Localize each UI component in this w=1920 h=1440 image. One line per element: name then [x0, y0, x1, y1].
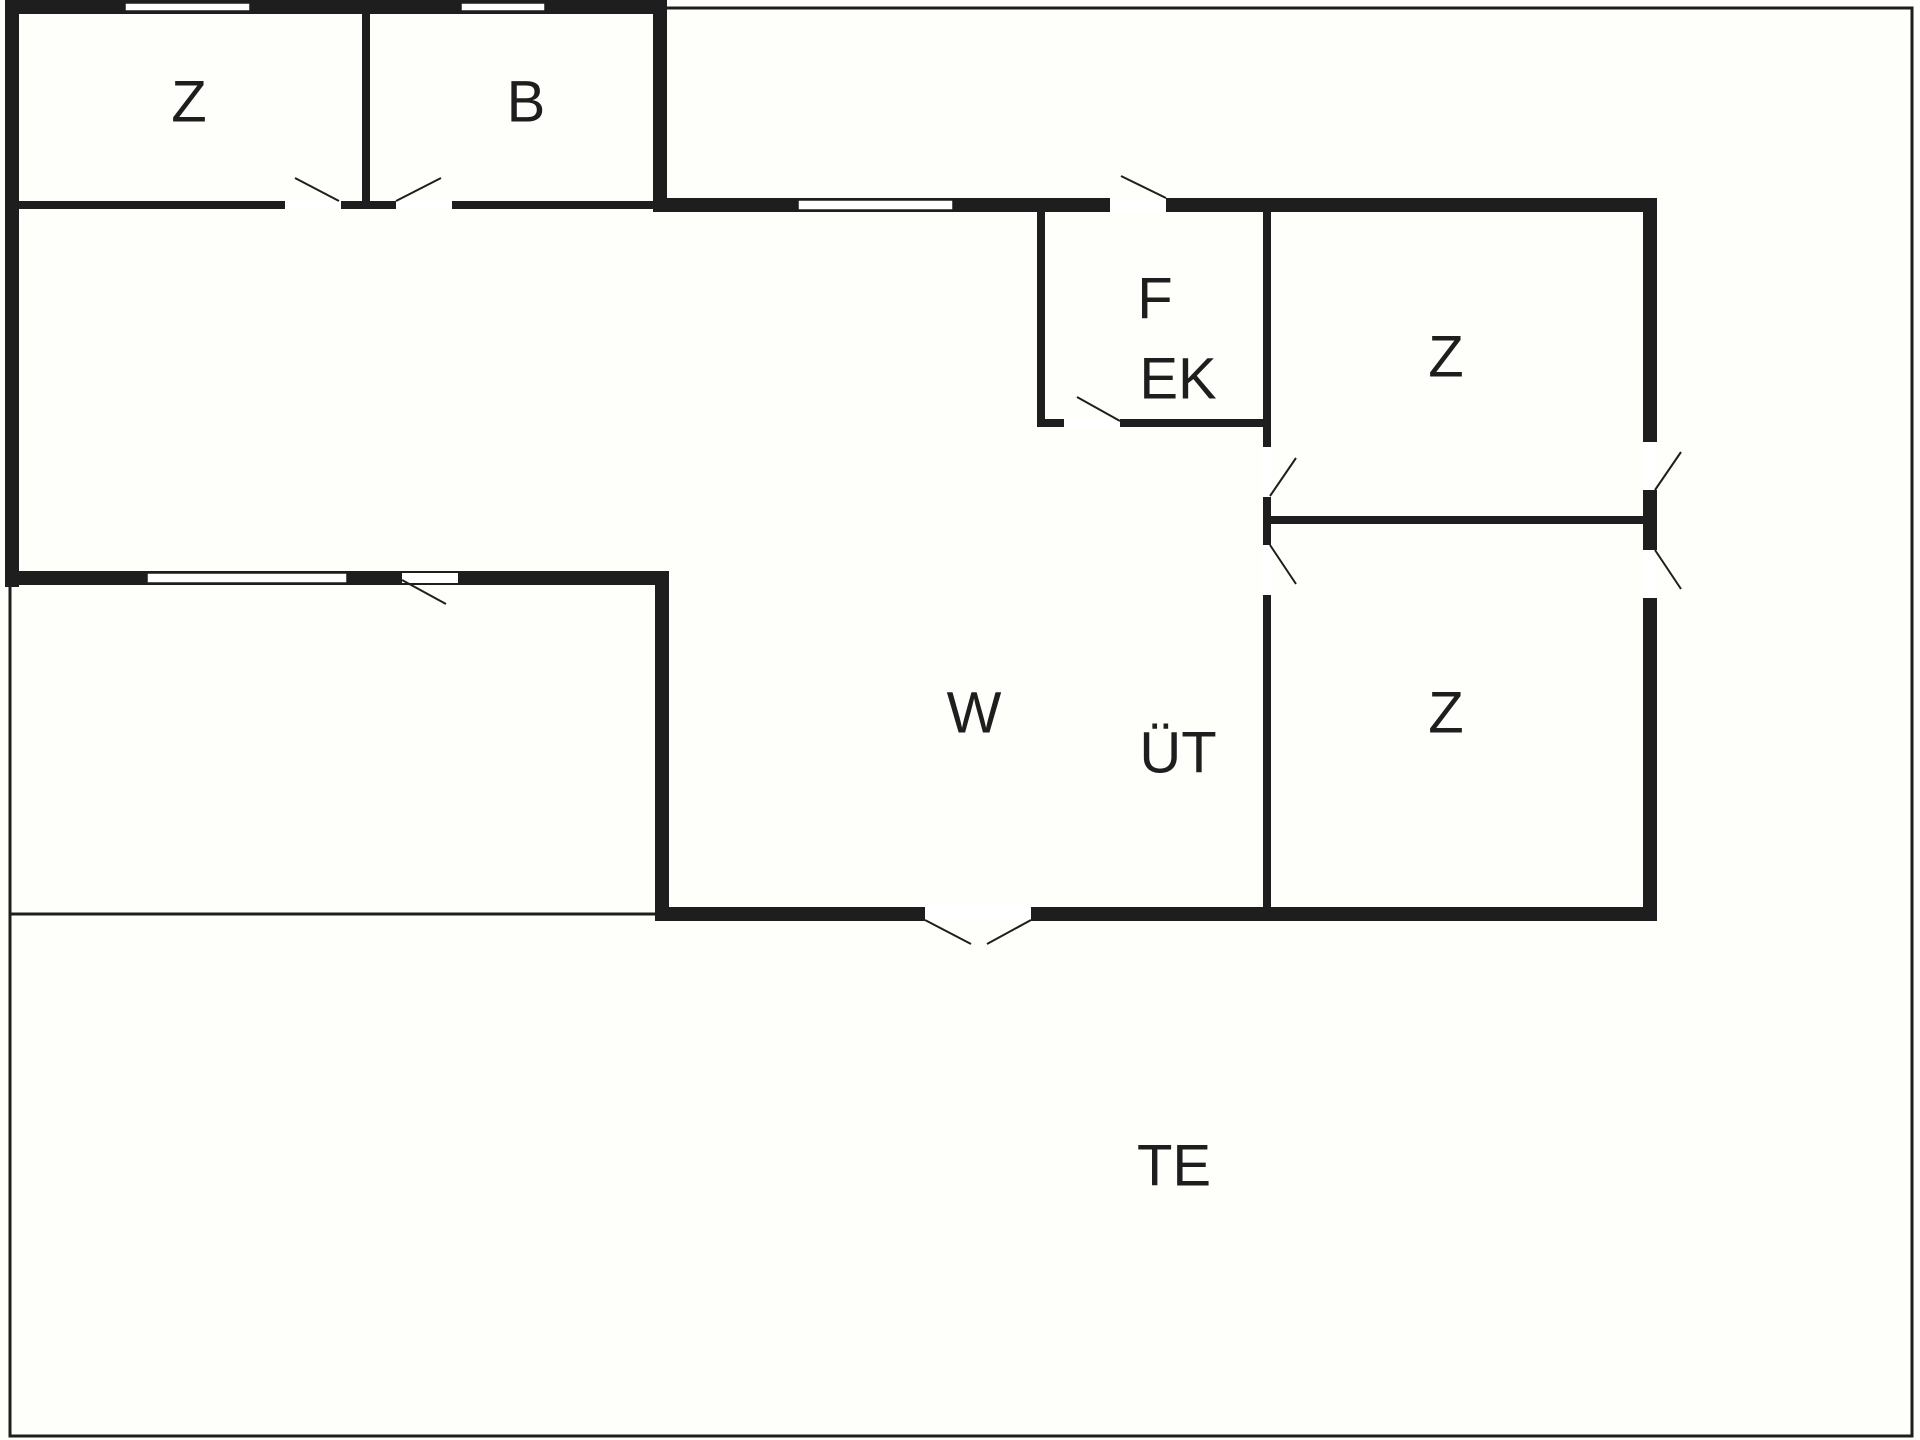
door-openings	[285, 198, 1657, 922]
thin-outlines	[8, 6, 1914, 1438]
room-label-hall-ek: EK	[1139, 346, 1217, 411]
window-b-top	[460, 2, 546, 12]
site-boundary	[8, 6, 1914, 1438]
room-label-terrace: TE	[1137, 1133, 1211, 1198]
windows	[124, 2, 954, 584]
window-z-top	[124, 2, 251, 12]
room-label-bedroom-right-upper: Z	[1428, 324, 1463, 389]
door-fek-swing	[1076, 396, 1121, 422]
room-label-bedroom-right-lower: Z	[1428, 680, 1463, 745]
room-labels: Z B F EK Z Z W ÜT TE	[171, 69, 1463, 1198]
door-swings	[294, 175, 1682, 945]
door-terrace-left-swing	[924, 919, 972, 945]
door-terrace-right-swing	[986, 919, 1032, 945]
door-b-swing	[395, 177, 442, 202]
door-z-upper-swing	[1269, 457, 1297, 497]
door-right-lower-swing	[1654, 549, 1682, 590]
door-fek-top-swing	[1120, 175, 1167, 199]
window-w-top	[797, 199, 954, 211]
room-label-bedroom-top-left: Z	[171, 69, 206, 134]
window-lower-left-top	[146, 572, 348, 584]
room-label-utility-room: ÜT	[1139, 720, 1216, 785]
door-z-lower-swing	[1269, 544, 1297, 585]
room-label-living-room: W	[947, 680, 1002, 745]
room-label-bathroom: B	[507, 69, 546, 134]
room-label-hall-f: F	[1137, 266, 1172, 331]
door-right-upper-swing	[1654, 451, 1682, 491]
door-z-swing	[294, 177, 340, 202]
door-lower-left-swing	[401, 579, 447, 605]
